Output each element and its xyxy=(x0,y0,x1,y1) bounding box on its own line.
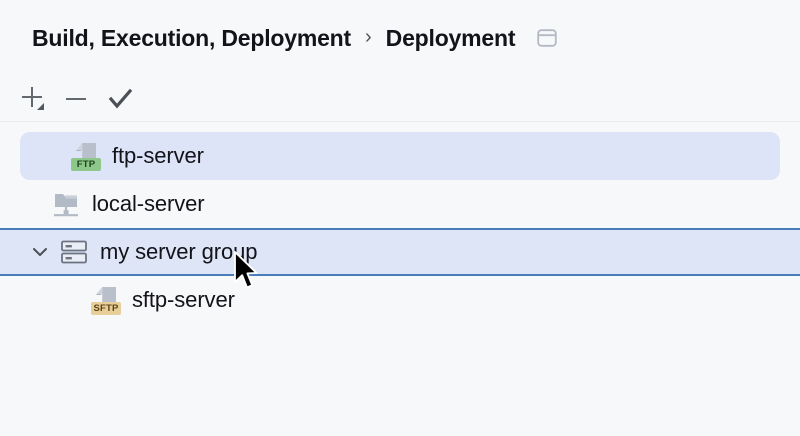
deployment-server-tree[interactable]: FTP ftp-server local-server xyxy=(0,122,800,324)
ftp-server-icon: FTP xyxy=(66,141,106,171)
breadcrumb-current: Deployment xyxy=(385,24,516,51)
minus-icon xyxy=(66,97,86,100)
tree-item-local-server[interactable]: local-server xyxy=(0,180,800,228)
ftp-badge-label: FTP xyxy=(71,158,101,171)
chevron-down-icon[interactable] xyxy=(26,241,54,263)
tree-item-label: local-server xyxy=(92,191,205,216)
local-server-icon xyxy=(46,190,86,218)
panel-window-icon[interactable] xyxy=(537,29,558,47)
tree-item-label: sftp-server xyxy=(132,287,235,312)
tree-item-ftp-server[interactable]: FTP ftp-server xyxy=(20,132,780,180)
breadcrumb-separator: › xyxy=(365,25,372,48)
deployment-toolbar xyxy=(0,76,800,122)
set-default-button[interactable] xyxy=(98,79,142,119)
tree-item-label: my server group xyxy=(100,239,258,264)
settings-breadcrumb-header: Build, Execution, Deployment › Deploymen… xyxy=(0,0,800,76)
tree-item-sftp-server[interactable]: SFTP sftp-server xyxy=(0,276,800,324)
plus-icon xyxy=(22,86,44,110)
server-group-icon xyxy=(54,239,94,265)
tree-item-label: ftp-server xyxy=(112,143,204,168)
breadcrumb-parent[interactable]: Build, Execution, Deployment xyxy=(32,24,351,51)
sftp-badge-label: SFTP xyxy=(91,302,121,315)
tree-item-my-server-group[interactable]: my server group xyxy=(0,228,800,276)
add-button[interactable] xyxy=(10,79,54,119)
remove-button[interactable] xyxy=(54,79,98,119)
checkmark-icon xyxy=(108,88,133,108)
sftp-server-icon: SFTP xyxy=(86,285,126,315)
